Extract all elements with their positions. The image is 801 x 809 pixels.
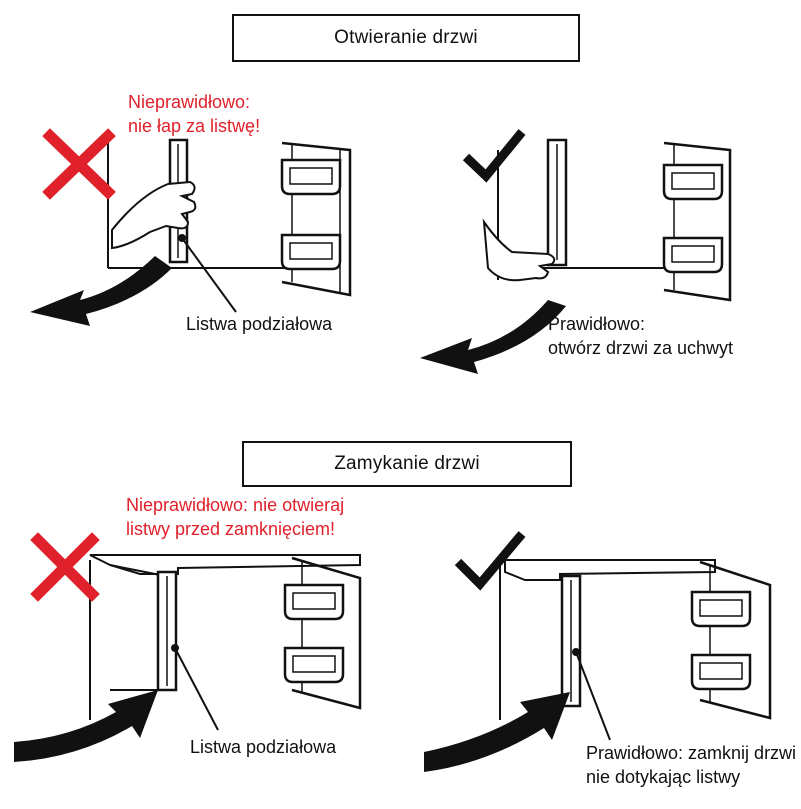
opening-wrong-caption: Nieprawidłowo: nie łap za listwę! xyxy=(128,90,260,138)
check-icon xyxy=(462,129,526,183)
cross-icon xyxy=(30,532,100,602)
closing-wrong-illustration xyxy=(14,554,362,762)
opening-wrong-line2: nie łap za listwę! xyxy=(128,116,261,136)
closing-right-line1: Prawidłowo: zamknij drzwi xyxy=(586,743,797,763)
opening-right-caption: Prawidłowo: otwórz drzwi za uchwyt xyxy=(548,312,733,360)
closing-wrong-mark xyxy=(30,532,100,602)
opening-wrong-line1: Nieprawidłowo: xyxy=(128,92,251,112)
opening-right-mark xyxy=(462,129,526,183)
opening-wrong-illustration xyxy=(30,133,352,326)
closing-right-mark xyxy=(454,531,526,591)
closing-right-caption: Prawidłowo: zamknij drzwi nie dotykając … xyxy=(586,741,796,789)
opening-right-line2: otwórz drzwi za uchwyt xyxy=(548,338,734,358)
closing-right-illustration xyxy=(424,559,772,772)
opening-wrong-mark xyxy=(42,128,116,200)
closing-part-label: Listwa podziałowa xyxy=(190,737,337,757)
closing-wrong-line1: Nieprawidłowo: nie otwieraj xyxy=(126,495,345,515)
opening-right-line1: Prawidłowo: xyxy=(548,314,646,334)
check-icon xyxy=(454,531,526,591)
closing-title: Zamykanie drzwi xyxy=(242,441,572,487)
closing-wrong-line2: listwy przed zamknięciem! xyxy=(126,519,336,539)
cross-icon xyxy=(42,128,116,200)
closing-wrong-caption: Nieprawidłowo: nie otwieraj listwy przed… xyxy=(126,493,344,541)
opening-title: Otwieranie drzwi xyxy=(232,14,580,62)
opening-part-label: Listwa podziałowa xyxy=(186,314,333,334)
opening-right-illustration xyxy=(420,138,732,374)
closing-right-line2: nie dotykając listwy xyxy=(586,767,741,787)
